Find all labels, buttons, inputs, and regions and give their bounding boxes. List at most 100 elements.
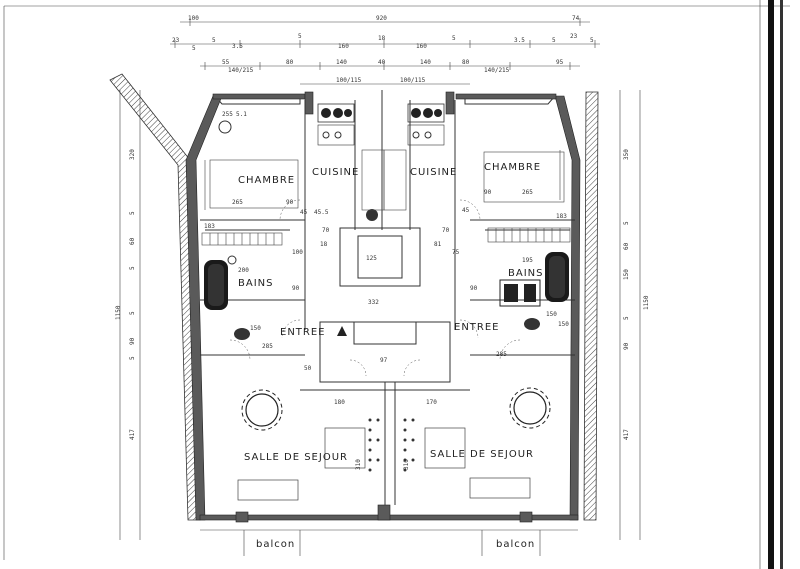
svg-text:50: 50 xyxy=(304,365,312,372)
svg-text:150: 150 xyxy=(558,321,569,328)
svg-text:45: 45 xyxy=(300,209,308,216)
svg-text:140: 140 xyxy=(336,59,347,66)
svg-text:1150: 1150 xyxy=(643,295,650,310)
left-dimension-labels: 320 5 60 5 1150 5 90 5 417 xyxy=(115,90,141,540)
svg-text:3.5: 3.5 xyxy=(232,43,243,50)
svg-text:90: 90 xyxy=(129,337,136,345)
svg-text:140/215: 140/215 xyxy=(228,67,254,74)
top-dimension-labels: 100 920 74 23 5 5 3.5 5 160 18 160 5 3.5… xyxy=(172,15,594,84)
svg-text:170: 170 xyxy=(426,399,437,406)
svg-text:5: 5 xyxy=(129,311,136,315)
dim-top-2: 920 xyxy=(376,15,387,22)
svg-text:285: 285 xyxy=(496,351,507,358)
svg-text:160: 160 xyxy=(416,43,427,50)
svg-text:183: 183 xyxy=(204,223,215,230)
svg-text:285: 285 xyxy=(262,343,273,350)
svg-text:417: 417 xyxy=(623,429,630,440)
svg-text:5: 5 xyxy=(590,37,594,44)
svg-text:18: 18 xyxy=(378,35,386,42)
svg-text:60: 60 xyxy=(623,242,630,250)
dim-top-1: 100 xyxy=(188,15,199,22)
svg-text:3.5: 3.5 xyxy=(514,37,525,44)
svg-text:332: 332 xyxy=(368,299,379,306)
room-sejour-right: SALLE DE SEJOUR xyxy=(430,449,534,460)
interior-dimension-labels: 265 255 5.1 90 45 45.5 183 265 90 45 18 3… xyxy=(204,111,569,470)
svg-text:255: 255 xyxy=(222,111,233,118)
svg-text:5: 5 xyxy=(623,316,630,320)
svg-text:5: 5 xyxy=(452,35,456,42)
svg-text:320: 320 xyxy=(129,149,136,160)
svg-text:5: 5 xyxy=(212,37,216,44)
svg-text:95: 95 xyxy=(556,59,564,66)
room-cuisine-right: CUISINE xyxy=(410,167,457,178)
kitchen-appliances xyxy=(317,103,445,221)
room-chambre-left: CHAMBRE xyxy=(238,175,295,186)
left-site-wall xyxy=(109,73,599,521)
svg-text:5: 5 xyxy=(129,266,136,270)
svg-text:150: 150 xyxy=(546,311,557,318)
svg-text:5: 5 xyxy=(623,221,630,225)
svg-text:140: 140 xyxy=(420,59,431,66)
svg-text:90: 90 xyxy=(286,199,294,206)
svg-text:265: 265 xyxy=(522,189,533,196)
svg-text:90: 90 xyxy=(623,342,630,350)
exterior-walls xyxy=(185,91,581,523)
svg-text:200: 200 xyxy=(238,267,249,274)
living-room-furniture xyxy=(237,387,551,501)
svg-text:55: 55 xyxy=(222,59,230,66)
room-cuisine-left: CUISINE xyxy=(312,167,359,178)
svg-text:18: 18 xyxy=(320,241,328,248)
room-bains-left: BAINS xyxy=(238,278,273,289)
svg-text:5: 5 xyxy=(552,37,556,44)
svg-text:45: 45 xyxy=(462,207,470,214)
svg-text:80: 80 xyxy=(286,59,294,66)
room-entree-left: ENTREE xyxy=(280,327,326,338)
svg-text:23: 23 xyxy=(172,37,180,44)
svg-text:5: 5 xyxy=(129,211,136,215)
room-entree-right: ENTREE xyxy=(454,322,500,333)
dim-top-3: 74 xyxy=(572,15,580,22)
svg-text:80: 80 xyxy=(462,59,470,66)
right-dimension-labels: 350 5 60 150 1150 5 90 417 xyxy=(619,90,650,540)
svg-text:70: 70 xyxy=(442,227,450,234)
svg-text:265: 265 xyxy=(232,199,243,206)
bedroom-furniture xyxy=(204,150,565,210)
door-swings xyxy=(229,199,521,377)
balustrade-strips xyxy=(201,227,571,246)
svg-text:140/215: 140/215 xyxy=(484,67,510,74)
svg-text:90: 90 xyxy=(292,285,300,292)
svg-text:195: 195 xyxy=(522,257,533,264)
svg-text:310: 310 xyxy=(403,459,410,470)
svg-text:60: 60 xyxy=(129,237,136,245)
svg-text:70: 70 xyxy=(322,227,330,234)
svg-text:125: 125 xyxy=(366,255,377,262)
room-balcon-left: balcon xyxy=(256,539,295,550)
room-chambre-right: CHAMBRE xyxy=(484,162,541,173)
svg-text:90: 90 xyxy=(470,285,478,292)
svg-text:40: 40 xyxy=(378,59,386,66)
svg-text:160: 160 xyxy=(338,43,349,50)
svg-text:100/115: 100/115 xyxy=(400,77,426,84)
top-dimension-lines xyxy=(170,18,600,85)
room-balcon-right: balcon xyxy=(496,539,535,550)
room-bains-right: BAINS xyxy=(508,268,543,279)
svg-text:417: 417 xyxy=(129,429,136,440)
svg-text:350: 350 xyxy=(623,149,630,160)
svg-text:5: 5 xyxy=(298,33,302,40)
svg-text:100/115: 100/115 xyxy=(336,77,362,84)
svg-text:81: 81 xyxy=(434,241,442,248)
svg-text:150: 150 xyxy=(250,325,261,332)
svg-text:150: 150 xyxy=(623,269,630,280)
svg-text:310: 310 xyxy=(355,459,362,470)
room-labels: CHAMBRE CHAMBRE CUISINE CUISINE BAINS BA… xyxy=(238,162,543,550)
svg-text:100: 100 xyxy=(292,249,303,256)
balcony-lines xyxy=(200,529,578,556)
svg-text:1150: 1150 xyxy=(115,305,122,320)
svg-text:180: 180 xyxy=(334,399,345,406)
svg-text:5: 5 xyxy=(192,45,196,52)
svg-text:90: 90 xyxy=(484,189,492,196)
svg-text:5.1: 5.1 xyxy=(236,111,247,118)
svg-text:97: 97 xyxy=(380,357,388,364)
svg-text:45.5: 45.5 xyxy=(314,209,329,216)
